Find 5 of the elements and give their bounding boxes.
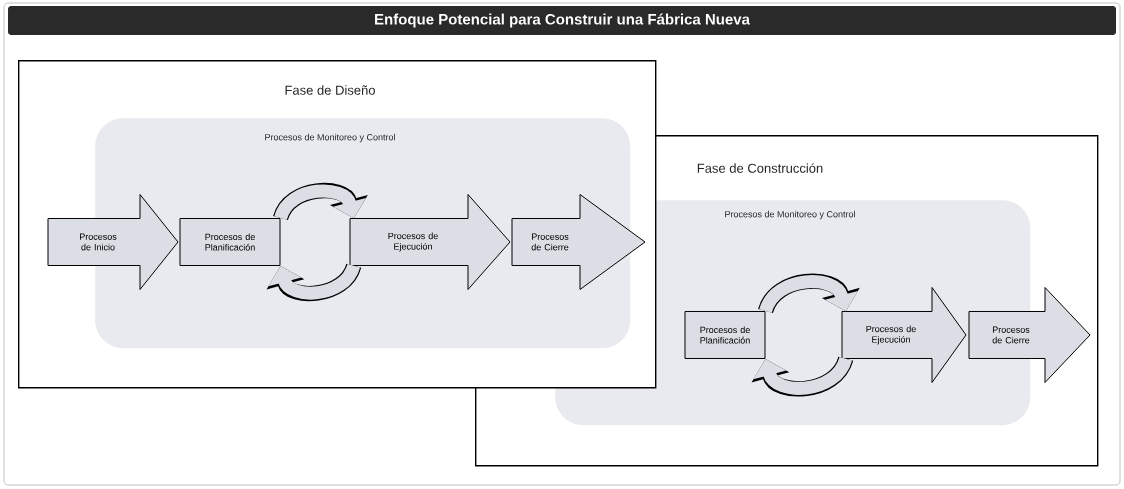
cycle-arrow <box>266 262 361 302</box>
cycle-arrow <box>751 355 853 397</box>
cycle-arrow <box>758 273 860 314</box>
title-bar: Enfoque Potencial para Construir una Fábrica Nueva <box>8 6 1116 35</box>
cycle-arrow <box>273 182 368 221</box>
